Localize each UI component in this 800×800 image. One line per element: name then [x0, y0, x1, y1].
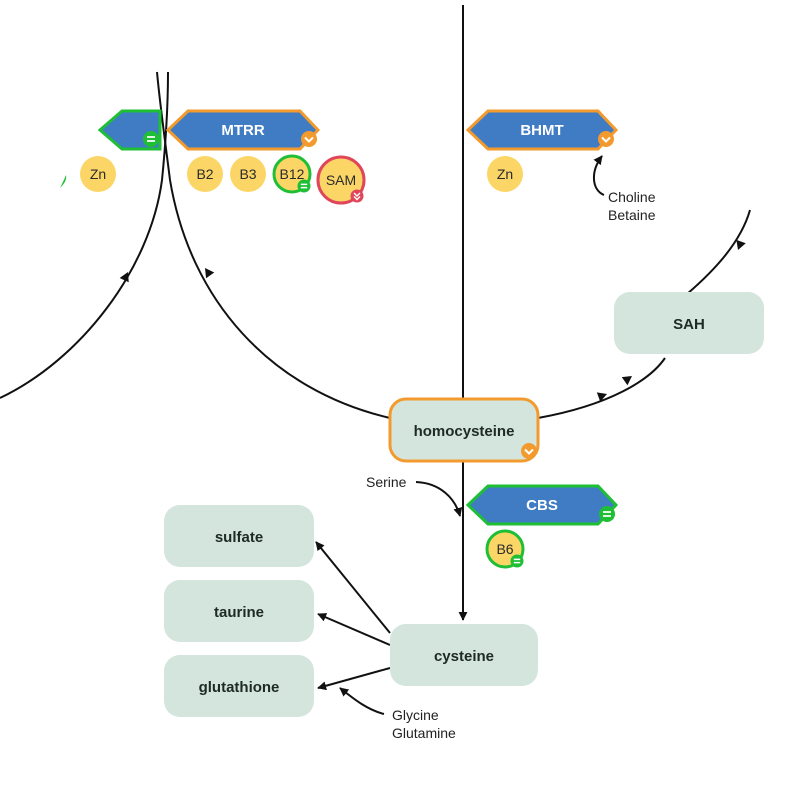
homocysteine-label: homocysteine — [414, 423, 515, 440]
choline-curve — [593, 155, 605, 196]
cysteine-label: cysteine — [434, 648, 494, 665]
zn-bhmt-label: Zn — [497, 166, 513, 182]
sah-upper-arc — [679, 209, 751, 301]
homocysteine-to-sah-arc — [537, 357, 666, 419]
chevron-down-icon — [521, 443, 537, 459]
arrowhead-far-left-arc — [119, 272, 129, 283]
b3-label: B3 — [239, 166, 256, 182]
enzyme-cbs[interactable]: CBS — [465, 484, 619, 526]
node-glutathione[interactable]: glutathione — [164, 655, 314, 717]
cofactor-zn-bhmt[interactable]: Zn — [487, 156, 523, 192]
arrowhead-sah-upper — [736, 239, 746, 250]
partial-green-marker — [60, 175, 67, 188]
chevron-down-icon — [301, 131, 317, 147]
node-sulfate[interactable]: sulfate — [164, 505, 314, 567]
cofactor-b12[interactable]: B12 — [272, 154, 312, 194]
zn-left-label: Zn — [90, 166, 106, 182]
taurine-label: taurine — [214, 604, 264, 621]
enzyme-mtrr[interactable]: MTRR — [165, 109, 321, 151]
cbs-label: CBS — [526, 497, 558, 514]
chevron-down-icon — [598, 131, 614, 147]
node-sah[interactable]: SAH — [614, 292, 764, 354]
cofactor-b3[interactable]: B3 — [230, 156, 266, 192]
equal-icon — [510, 554, 524, 568]
equal-icon — [297, 179, 311, 193]
cofactor-zn-left[interactable]: Zn — [80, 156, 116, 192]
bhmt-label: BHMT — [520, 122, 563, 139]
node-cysteine[interactable]: cysteine — [390, 624, 538, 686]
b2-label: B2 — [196, 166, 213, 182]
serine-curve — [415, 481, 463, 517]
double-chevron-down-icon — [350, 189, 364, 203]
sah-label: SAH — [673, 316, 705, 333]
choline-annotation: Choline — [608, 189, 656, 205]
cysteine-to-glutathione-line — [317, 667, 391, 691]
arrowhead-sah-lower — [621, 376, 632, 386]
arrowhead-left-arc — [205, 268, 215, 279]
glutamine-annotation: Glutamine — [392, 725, 456, 741]
cysteine-to-taurine-line — [317, 613, 391, 646]
arrowhead-homocysteine-right — [596, 392, 607, 402]
node-taurine[interactable]: taurine — [164, 580, 314, 642]
cofactor-b6[interactable]: B6 — [485, 529, 525, 569]
glutathione-label: glutathione — [199, 679, 280, 696]
pathway-lines — [0, 5, 751, 715]
equal-icon — [143, 131, 159, 147]
glycine-curve — [339, 687, 385, 715]
sam-label: SAM — [326, 172, 356, 188]
direction-arrowheads — [119, 239, 746, 402]
cofactor-b2[interactable]: B2 — [187, 156, 223, 192]
cysteine-to-sulfate-line — [315, 541, 391, 634]
methionine-left-arc — [0, 71, 169, 399]
betaine-annotation: Betaine — [608, 207, 656, 223]
homocysteine-to-methionine-arc — [156, 71, 391, 419]
node-homocysteine[interactable]: homocysteine — [388, 397, 540, 463]
glycine-annotation: Glycine — [392, 707, 439, 723]
mtrr-label: MTRR — [221, 122, 264, 139]
enzyme-mtr-partial[interactable] — [97, 109, 162, 151]
enzyme-bhmt[interactable]: BHMT — [465, 109, 619, 151]
cofactor-sam[interactable]: SAM — [316, 155, 366, 205]
equal-icon — [599, 506, 615, 522]
serine-annotation: Serine — [366, 474, 407, 490]
sulfate-label: sulfate — [215, 529, 263, 546]
b12-label: B12 — [280, 166, 305, 182]
b6-label: B6 — [496, 541, 513, 557]
